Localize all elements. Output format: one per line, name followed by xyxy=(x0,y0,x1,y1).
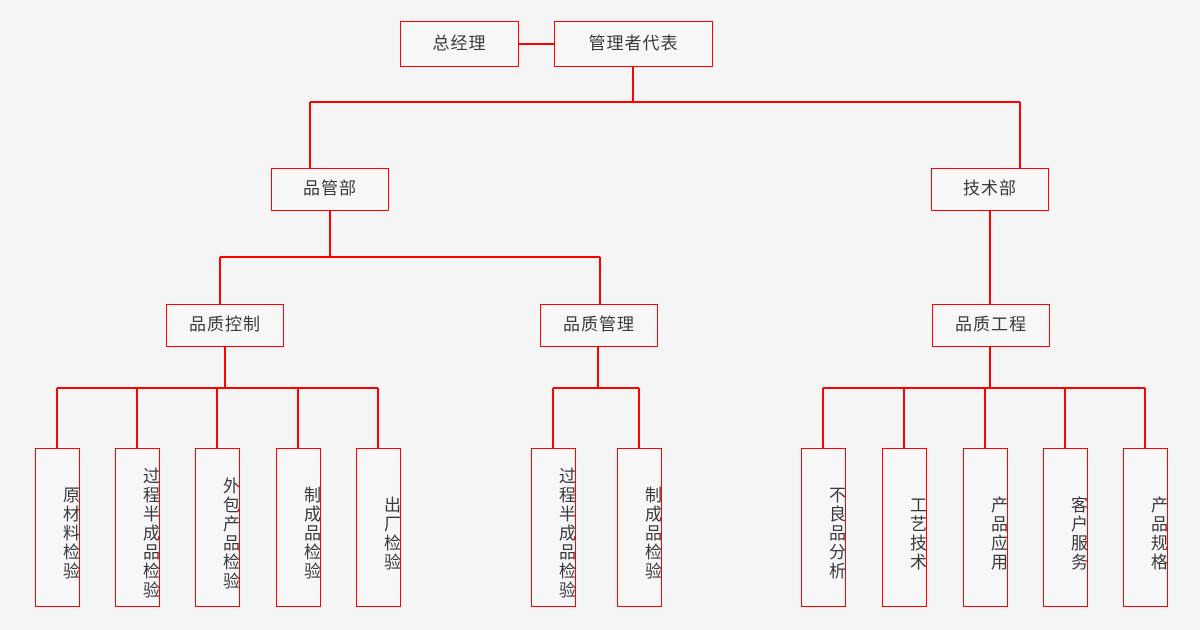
node-product-specification[interactable]: 产品规格 xyxy=(1123,448,1168,607)
node-outgoing-inspection-label: 出厂检验 xyxy=(380,495,400,572)
node-defect-analysis-label: 不良品分析 xyxy=(825,486,845,581)
node-raw-material-inspection-label: 原材料检验 xyxy=(59,486,79,581)
node-wip-inspection-qc[interactable]: 过程半成品检验 xyxy=(115,448,160,607)
node-quality-control-department-label: 品管部 xyxy=(303,179,357,200)
node-management-representative[interactable]: 管理者代表 xyxy=(554,21,713,67)
node-finished-product-inspection-qm-label: 制成品检验 xyxy=(641,486,661,581)
node-quality-management-label: 品质管理 xyxy=(563,315,635,336)
node-outsourced-product-inspection-label: 外包产品检验 xyxy=(219,476,239,591)
node-product-application[interactable]: 产品应用 xyxy=(963,448,1008,607)
node-finished-product-inspection-qc-label: 制成品检验 xyxy=(300,486,320,581)
node-management-representative-label: 管理者代表 xyxy=(588,33,679,54)
node-wip-inspection-qm[interactable]: 过程半成品检验 xyxy=(531,448,576,607)
node-wip-inspection-qc-label: 过程半成品检验 xyxy=(139,467,159,600)
node-customer-service-label: 客户服务 xyxy=(1067,495,1087,572)
node-wip-inspection-qm-label: 过程半成品检验 xyxy=(555,467,575,600)
node-process-technology[interactable]: 工艺技术 xyxy=(882,448,927,607)
node-quality-control-department[interactable]: 品管部 xyxy=(271,168,389,211)
node-customer-service[interactable]: 客户服务 xyxy=(1043,448,1088,607)
node-product-application-label: 产品应用 xyxy=(987,495,1007,572)
node-technical-department-label: 技术部 xyxy=(963,179,1017,200)
node-quality-control-label: 品质控制 xyxy=(189,315,261,336)
node-process-technology-label: 工艺技术 xyxy=(906,495,926,572)
node-finished-product-inspection-qm[interactable]: 制成品检验 xyxy=(617,448,662,607)
node-defect-analysis[interactable]: 不良品分析 xyxy=(801,448,846,607)
node-technical-department[interactable]: 技术部 xyxy=(931,168,1049,211)
node-quality-engineering[interactable]: 品质工程 xyxy=(932,304,1050,347)
node-general-manager[interactable]: 总经理 xyxy=(400,21,519,67)
node-product-specification-label: 产品规格 xyxy=(1147,495,1167,572)
node-finished-product-inspection-qc[interactable]: 制成品检验 xyxy=(276,448,321,607)
node-outsourced-product-inspection[interactable]: 外包产品检验 xyxy=(195,448,240,607)
node-quality-engineering-label: 品质工程 xyxy=(955,315,1027,336)
node-quality-management[interactable]: 品质管理 xyxy=(540,304,658,347)
node-raw-material-inspection[interactable]: 原材料检验 xyxy=(35,448,80,607)
node-outgoing-inspection[interactable]: 出厂检验 xyxy=(356,448,401,607)
node-general-manager-label: 总经理 xyxy=(432,33,487,54)
node-quality-control[interactable]: 品质控制 xyxy=(166,304,284,347)
